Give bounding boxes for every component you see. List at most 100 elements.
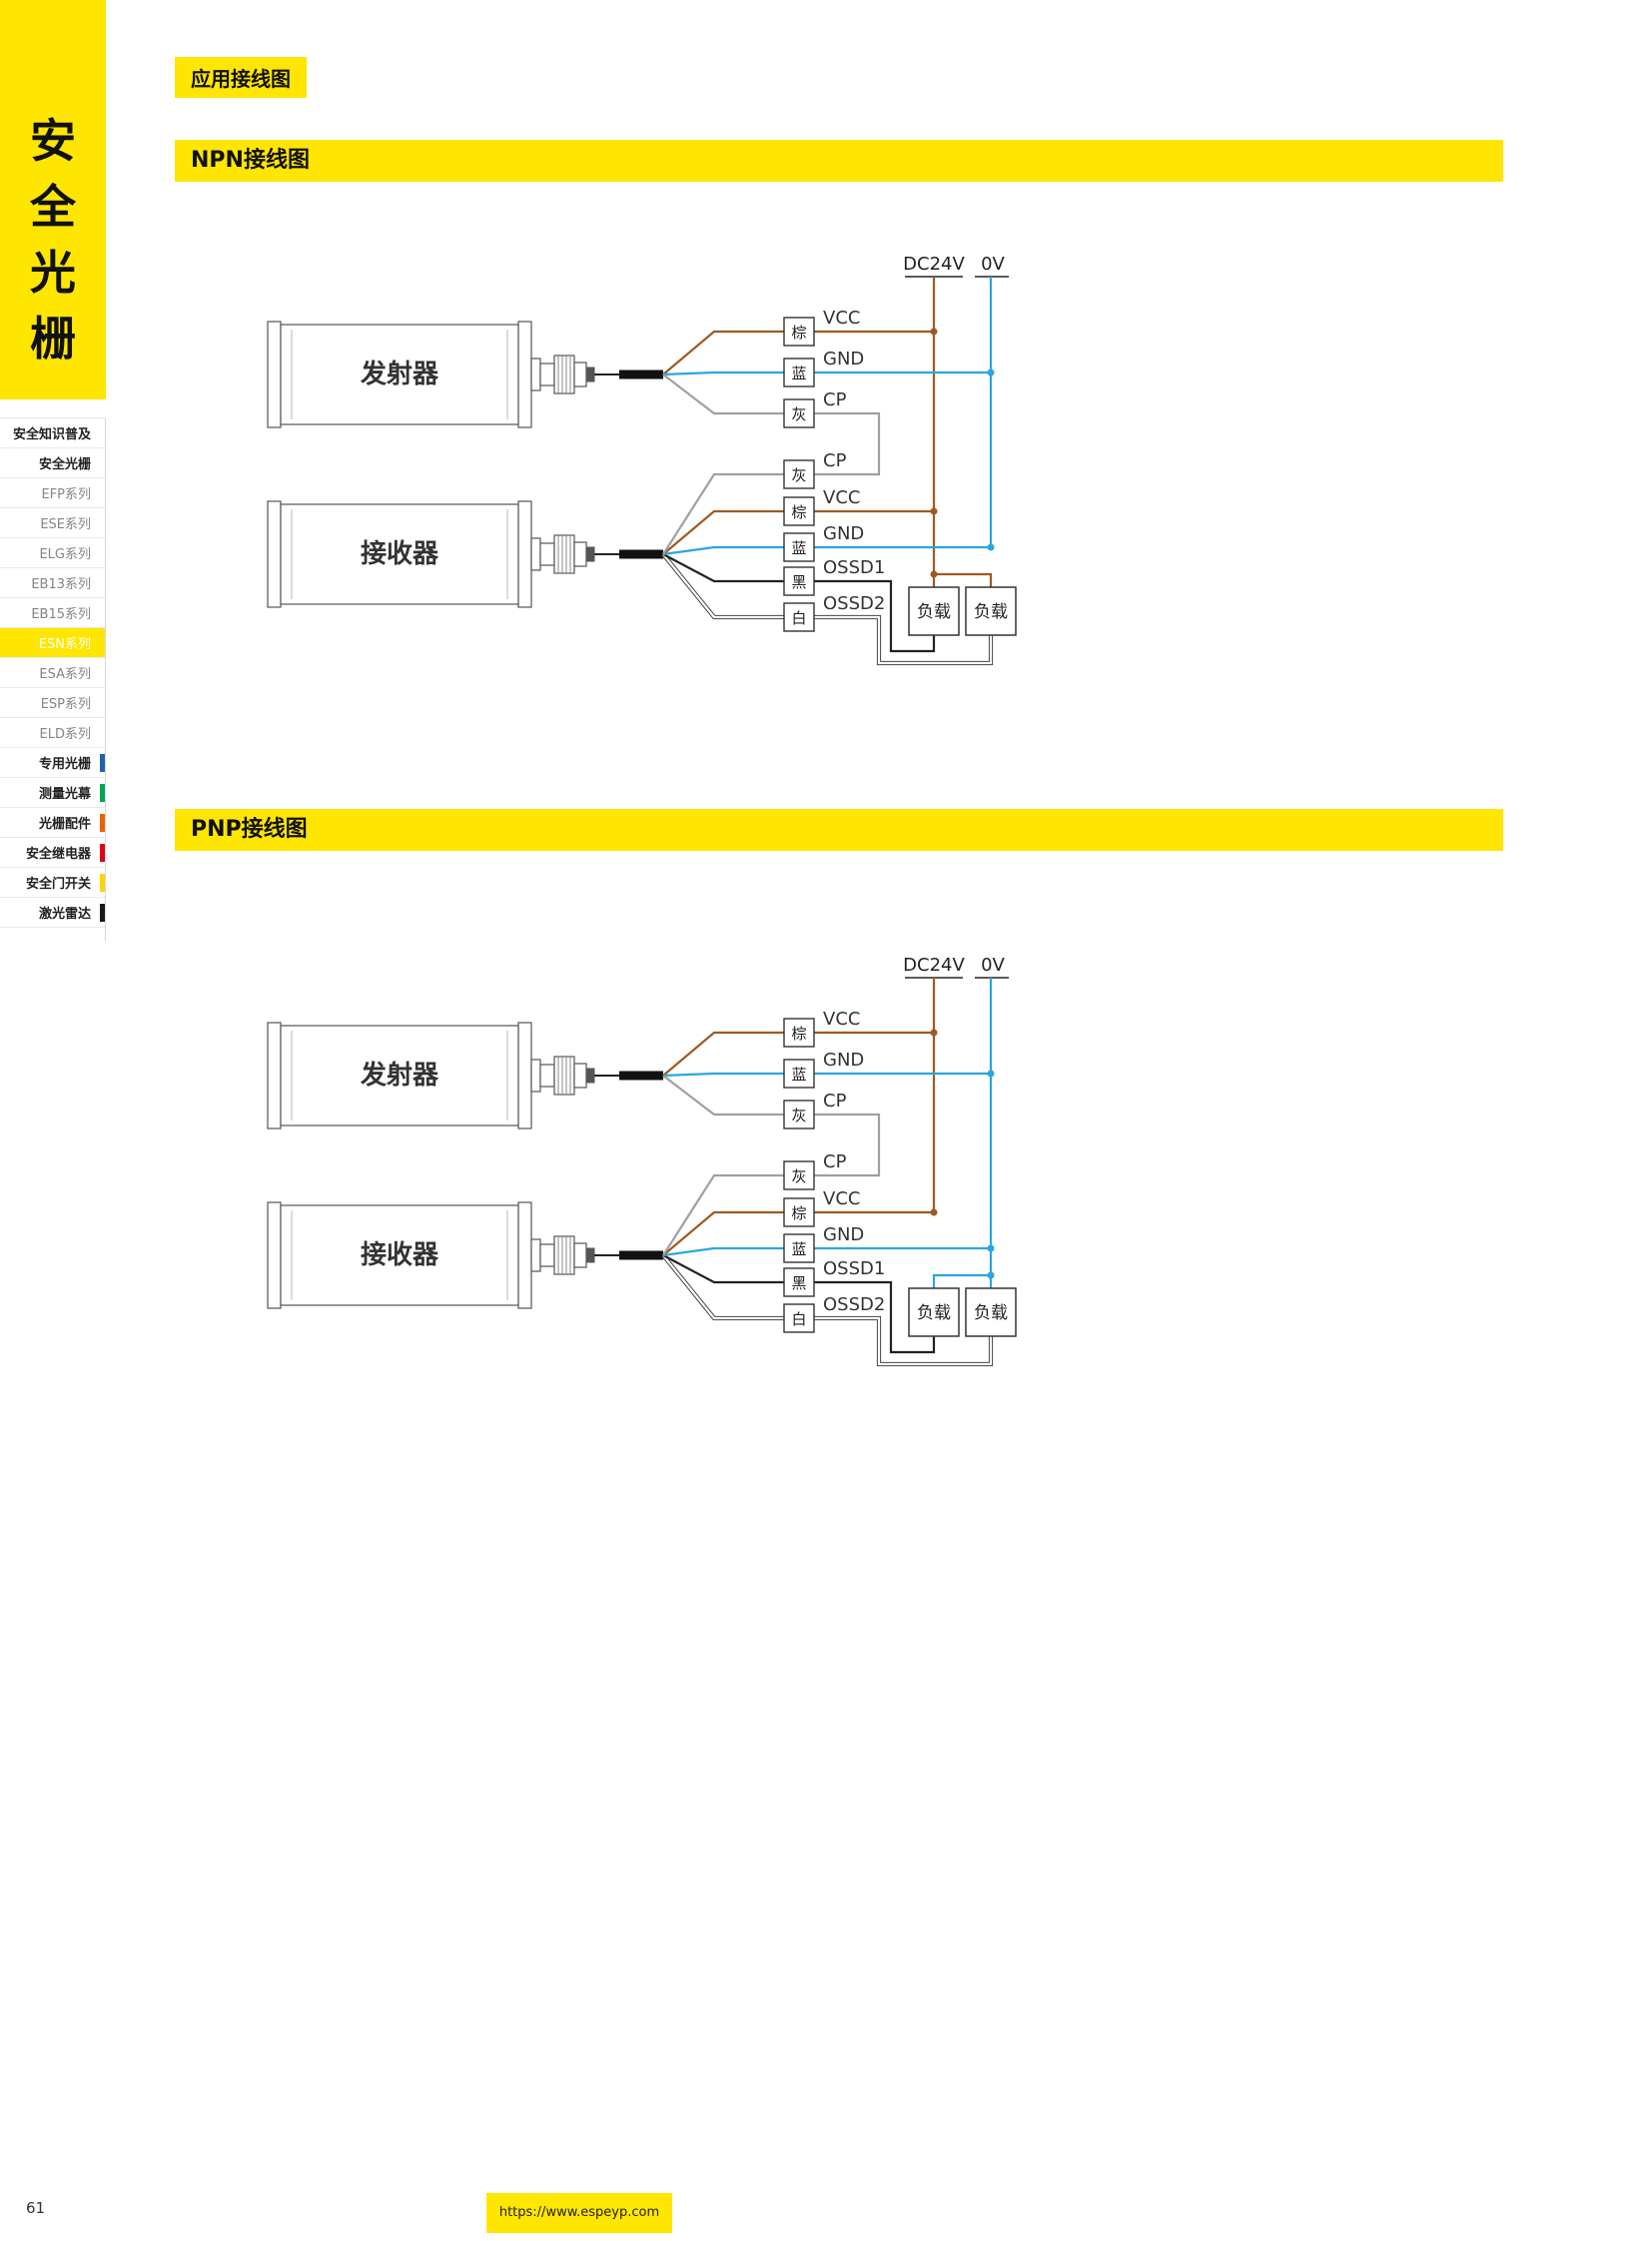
connector-flange (530, 537, 541, 571)
sidebar-item-esn-series[interactable]: ESN系列 (0, 628, 105, 658)
wire (662, 472, 784, 555)
wire-color-box (783, 1059, 815, 1089)
sidebar-item-esp-series[interactable]: ESP系列 (0, 688, 105, 718)
signal-label: CP (823, 1151, 847, 1172)
transmitter-body (280, 324, 519, 425)
sidebar-item-safety-door-switch[interactable]: 安全门开关 (0, 868, 105, 898)
wire-color-box (783, 1160, 815, 1190)
category-color-bar (100, 814, 105, 832)
sidebar-item-ese-series[interactable]: ESE系列 (0, 508, 105, 538)
wire (662, 545, 784, 556)
wire-color-box (783, 1267, 815, 1297)
wire-color-box (783, 532, 815, 562)
signal-label: GND (823, 1224, 864, 1245)
sidebar-item-safety-relay[interactable]: 安全继电器 (0, 838, 105, 868)
wire-color-box (783, 1233, 815, 1263)
signal-label: VCC (823, 1009, 860, 1030)
wire-color-name: 棕 (791, 503, 806, 521)
sidebar-item-curtain-accessories[interactable]: 光栅配件 (0, 808, 105, 838)
application-wiring-badge: 应用接线图 (175, 57, 307, 98)
rail-label-0v: 0V (981, 254, 1005, 275)
cp-sync-wire (814, 1113, 881, 1177)
sidebar-item-eb13-series[interactable]: EB13系列 (0, 568, 105, 598)
sidebar-item-label: 安全继电器 (25, 847, 91, 862)
receiver-label: 接收器 (361, 539, 439, 569)
receiver-right-bracket (517, 500, 532, 608)
sidebar-item-label: EFP系列 (41, 487, 91, 502)
wire-color-box (783, 566, 815, 596)
transmitter-left-bracket (267, 321, 282, 428)
wire-color-box (783, 358, 815, 387)
sidebar-item-efp-series[interactable]: EFP系列 (0, 478, 105, 508)
signal-label: OSSD1 (823, 1258, 885, 1279)
connector-flange (530, 358, 541, 391)
sidebar-item-eb15-series[interactable]: EB15系列 (0, 598, 105, 628)
rail-label-dc24v: DC24V (903, 254, 965, 275)
wire-color-name: 蓝 (791, 365, 806, 382)
junction-dot (930, 507, 938, 515)
sidebar-item-special-light-curtain[interactable]: 专用光栅 (0, 748, 105, 778)
sidebar-item-safety-light-curtain[interactable]: 安全光栅 (0, 448, 105, 478)
npn-section-banner: NPN接线图 (175, 140, 1503, 182)
sidebar-menu: 安全知识普及 安全光栅 EFP系列 ESE系列 ELG系列 EB13系列 EB1… (0, 417, 106, 942)
sidebar-item-eld-series[interactable]: ELD系列 (0, 718, 105, 748)
sidebar-item-laser-radar[interactable]: 激光雷达 (0, 898, 105, 928)
wire (662, 553, 784, 583)
wire-white-casing (814, 1315, 994, 1367)
junction-dot (987, 1271, 995, 1279)
receiver-label: 接收器 (361, 1240, 439, 1270)
connector-tip (585, 1068, 595, 1084)
load-box (908, 1287, 960, 1337)
sidebar-item-measuring-light-curtain[interactable]: 测量光幕 (0, 778, 105, 808)
sidebar-item-elg-series[interactable]: ELG系列 (0, 538, 105, 568)
sidebar: 安 全 光 栅 安全知识普及 安全光栅 EFP系列 ESE系列 ELG系列 EB… (0, 0, 106, 942)
receiver-left-bracket (267, 500, 282, 608)
pnp-section-banner: PNP接线图 (175, 809, 1503, 851)
category-color-bar (100, 784, 105, 802)
junction-dot (930, 1029, 938, 1037)
category-color-bar (100, 754, 105, 772)
load-box (965, 586, 1017, 636)
signal-label: GND (823, 1050, 864, 1071)
wire-color-name: 白 (791, 609, 806, 627)
category-color-bar (100, 874, 105, 892)
sidebar-item-safety-knowledge[interactable]: 安全知识普及 (0, 418, 105, 448)
sidebar-item-label: 安全光栅 (38, 457, 91, 472)
load-branch (932, 1273, 991, 1288)
sidebar-item-label: 光栅配件 (38, 817, 91, 832)
sidebar-title-char: 全 (30, 180, 76, 234)
wire-color-box (783, 398, 815, 428)
wire (662, 374, 784, 415)
connector-barrel (539, 1064, 555, 1088)
wire-white-core (662, 553, 784, 619)
connector-nut (553, 355, 575, 394)
junction-dot (987, 1070, 995, 1078)
sidebar-title-char: 光 (30, 246, 76, 300)
wire-color-name: 棕 (791, 1204, 806, 1222)
category-color-bar (100, 904, 105, 922)
wire-white-core (662, 1254, 784, 1320)
transmitter-label: 发射器 (360, 359, 439, 389)
load-label: 负载 (974, 1303, 1008, 1323)
signal-label: OSSD2 (823, 1294, 885, 1315)
wire-color-box (783, 1018, 815, 1048)
junction-dot (987, 369, 995, 376)
sidebar-item-label: 测量光幕 (38, 787, 91, 802)
junction-dot (930, 328, 938, 336)
sidebar-item-label: EB13系列 (31, 577, 91, 592)
connector-flange (530, 1238, 541, 1272)
transmitter-right-bracket (517, 1022, 532, 1129)
connector-barrel (539, 542, 555, 566)
wire-color-name: 黑 (791, 573, 806, 591)
wire-white-core (814, 615, 993, 665)
connector-sleeve (573, 362, 587, 387)
sidebar-item-esa-series[interactable]: ESA系列 (0, 658, 105, 688)
wire (662, 1075, 784, 1117)
receiver-body (280, 503, 519, 605)
cp-sync-wire (814, 411, 881, 476)
rail-label-dc24v: DC24V (903, 955, 965, 976)
signal-label: VCC (823, 308, 860, 329)
wire-color-box (783, 602, 815, 632)
